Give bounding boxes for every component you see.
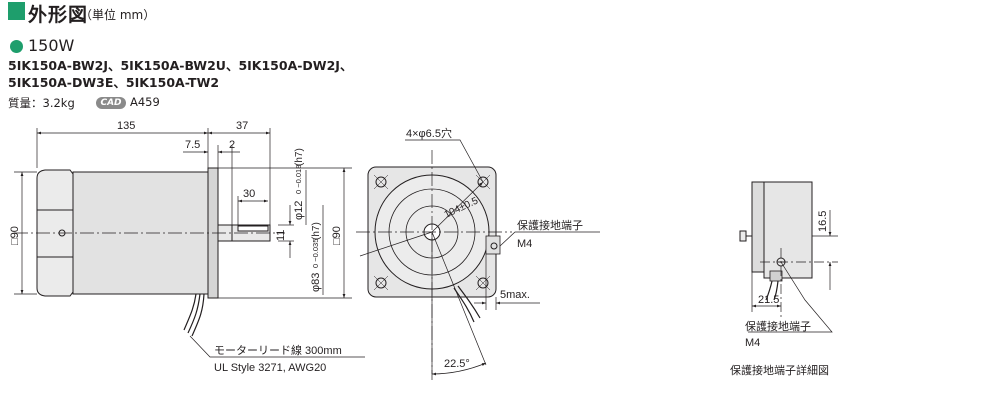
dim-square-right: □90 [331,226,343,245]
dim-overall: 135 [117,120,135,132]
shaft-diameter-tolerance: 0 −0.018 [294,165,303,194]
angle-label: 22.5° [444,358,470,370]
cad-reference: A459 [130,95,160,109]
dim-shaft: 37 [236,120,248,132]
model-line-1: 5IK150A-BW2J、5IK150A-BW2U、5IK150A-DW2J、 [8,58,353,73]
front-view [356,139,600,380]
side-view [14,128,365,358]
terminal-screw: M4 [517,238,532,250]
page-title: 外形図 [28,4,89,26]
lead-wire-note: モーターリード線 300mm [214,343,342,357]
detail-view [739,181,838,333]
title-marker [8,2,25,20]
detail-dim-vertical: 16.5 [817,211,829,232]
terminal-label: 保護接地端子 [517,218,583,232]
shaft-diameter-fit: (h7) [294,148,305,166]
lead-wire-spec: UL Style 3271, AWG20 [214,362,326,374]
bullet-icon [10,40,23,53]
shaft-diameter: φ12 [293,201,305,220]
dim-key-gap: 2 [229,139,235,151]
cad-badge-icon: CAD [96,97,126,109]
model-line-2: 5IK150A-DW3E、5IK150A-TW2 [8,75,220,90]
pilot-diameter: φ83 [310,273,322,292]
mass-label: 質量：3.2kg [8,96,75,110]
dim-key-length: 30 [243,188,255,200]
mounting-holes [373,174,491,291]
model-list: 5IK150A-BW2J、5IK150A-BW2U、5IK150A-DW2J、 … [8,57,352,91]
detail-caption: 保護接地端子詳細図 [730,363,829,377]
detail-terminal-screw: M4 [745,337,760,349]
pilot-diameter-fit: (h7) [311,222,322,240]
mounting-holes-label: 4×φ6.5穴 [406,126,452,140]
detail-dim-horizontal: 21.5 [758,294,779,306]
detail-view-labels: 16.5 21.5 保護接地端子 M4 保護接地端子詳細図 [730,211,829,377]
power-rating: 150W [28,36,75,55]
unit-note: （単位 mm） [80,8,156,22]
dim-square-left: □90 [9,226,21,245]
dim-key-offset: 7.5 [185,139,200,151]
max-dimension: 5max. [500,289,530,301]
detail-terminal-label: 保護接地端子 [745,319,811,333]
dim-key-width: 11 [275,230,287,241]
side-view-labels: 135 37 7.5 2 30 11 □90 □90 φ12 0 −0.018 … [9,120,343,374]
pilot-diameter-tolerance: 0 −0.035 [311,239,320,268]
